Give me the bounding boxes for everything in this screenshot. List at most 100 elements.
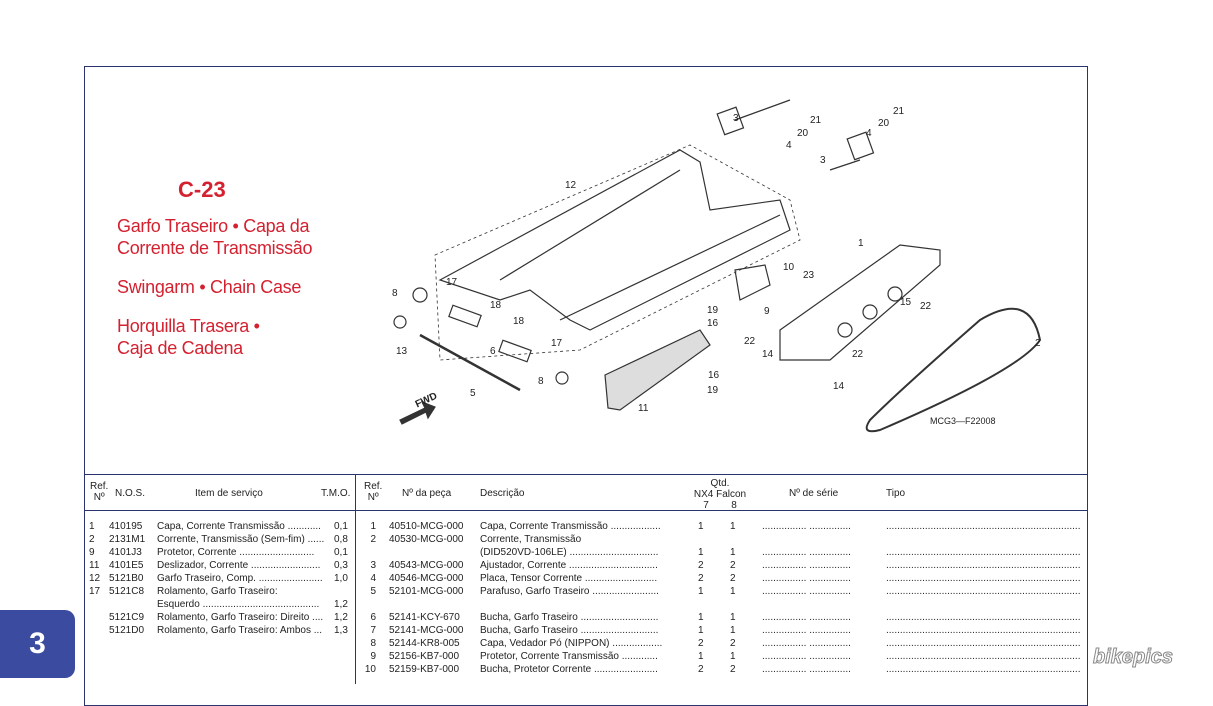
row-qty-8: 2 [730, 560, 736, 571]
callout: 3 [733, 113, 739, 124]
row-type: ........................................… [886, 586, 1080, 597]
col-ref-label: Ref. [364, 481, 383, 492]
row-item: Esquerdo ...............................… [157, 599, 320, 610]
row-part-number: 52141-MCG-000 [389, 625, 464, 636]
row-qty-7: 2 [698, 638, 704, 649]
row-serial: ................ ............... [762, 664, 851, 675]
callout: 4 [786, 140, 792, 151]
col-ref-label: Nº [93, 492, 105, 503]
row-ref: 3 [370, 560, 376, 571]
column-divider [355, 474, 356, 684]
row-type: ........................................… [886, 573, 1080, 584]
page-number-tab: 3 [0, 610, 75, 678]
row-type: ........................................… [886, 638, 1080, 649]
row-qty-8: 2 [730, 573, 736, 584]
callout: 5 [470, 388, 476, 399]
col-description: Descrição [480, 488, 525, 499]
row-part-number: 40546-MCG-000 [389, 573, 464, 584]
row-nos: 410195 [109, 521, 143, 532]
row-ref: 7 [370, 625, 376, 636]
col-tmo: T.M.O. [321, 488, 351, 499]
row-nos: 5121D0 [109, 625, 145, 636]
row-type: ........................................… [886, 547, 1080, 558]
col-ref: Ref.Nº [364, 481, 382, 503]
row-ref: 12 [89, 573, 101, 584]
title-es-line: Horquilla Trasera • [117, 316, 260, 336]
callout: 8 [538, 376, 544, 387]
callout: 16 [708, 370, 720, 381]
row-part-number: 40510-MCG-000 [389, 521, 464, 532]
row-serial: ................ ............... [762, 638, 851, 649]
swingarm [438, 149, 791, 331]
title-es: Horquilla Trasera •Caja de Cadena [117, 315, 260, 359]
row-item: Rolamento, Garfo Traseiro: [157, 586, 278, 597]
row-part-number: 52101-MCG-000 [389, 586, 464, 597]
row-nos: 5121C8 [109, 586, 145, 597]
row-ref: 6 [370, 612, 376, 623]
row-qty-8: 1 [730, 612, 736, 623]
bushing [498, 339, 532, 363]
row-ref: 2 [89, 534, 95, 545]
callout: 23 [803, 270, 815, 281]
callout: 19 [707, 305, 719, 316]
swingarm-detail [499, 169, 781, 321]
col-part-number: Nº da peça [402, 488, 452, 499]
bushing [448, 304, 482, 328]
callout: 10 [783, 262, 795, 273]
table-header-divider [84, 510, 1088, 511]
row-nos: 4101J3 [109, 547, 142, 558]
divider [84, 474, 1088, 475]
row-description: Ajustador, Corrente ....................… [480, 560, 658, 571]
axle-bolt [419, 333, 521, 392]
row-description: Bucha, Garfo Traseiro ..................… [480, 625, 659, 636]
row-item: Rolamento, Garfo Traseiro: Direito .... [157, 612, 324, 623]
chain-adjuster [846, 131, 875, 161]
callout: 20 [797, 128, 809, 139]
row-tmo: 1,0 [334, 573, 348, 584]
col-type: Tipo [886, 488, 906, 499]
row-ref: 9 [370, 651, 376, 662]
row-ref: 1 [89, 521, 95, 532]
title-pt-line: Corrente de Transmissão [117, 238, 313, 258]
row-qty-8: 1 [730, 651, 736, 662]
row-description: Protetor, Corrente Transmissão .........… [480, 651, 658, 662]
callout: 21 [893, 106, 905, 117]
row-nos: 5121C9 [109, 612, 145, 623]
section-code: C-23 [178, 177, 226, 202]
col-qty-8: 8 [731, 500, 737, 511]
figure-code: MCG3—F22008 [930, 416, 996, 426]
row-description: Parafuso, Garfo Traseiro ...............… [480, 586, 659, 597]
row-qty-8: 2 [730, 638, 736, 649]
callout: 13 [396, 346, 408, 357]
row-item: Protetor, Corrente .....................… [157, 547, 315, 558]
callout: 12 [565, 180, 577, 191]
callout: 3 [820, 155, 826, 166]
row-qty-7: 1 [698, 612, 704, 623]
row-part-number: 40530-MCG-000 [389, 534, 464, 545]
callout: 21 [810, 115, 822, 126]
watermark-logo: bikepics [1092, 646, 1174, 669]
row-description: Corrente, Transmissão [480, 534, 582, 545]
row-qty-8: 1 [730, 547, 736, 558]
col-ref-label: Nº [367, 492, 379, 503]
row-nos: 2131M1 [109, 534, 146, 545]
row-nos: 5121B0 [109, 573, 144, 584]
row-qty-7: 2 [698, 664, 704, 675]
chain-case-hole [887, 286, 903, 302]
nut [393, 315, 407, 329]
row-ref: 10 [364, 664, 376, 675]
callout: 22 [744, 336, 756, 347]
row-type: ........................................… [886, 612, 1080, 623]
swingarm-outline [434, 144, 801, 361]
row-qty-8: 1 [730, 625, 736, 636]
callout: 18 [490, 300, 502, 311]
row-ref: 4 [370, 573, 376, 584]
chain-slider [604, 329, 711, 411]
title-en: Swingarm • Chain Case [117, 277, 302, 297]
row-part-number: 52156-KB7-000 [389, 651, 460, 662]
row-item: Garfo Traseiro, Comp. ..................… [157, 573, 323, 584]
row-type: ........................................… [886, 625, 1080, 636]
col-qty-7: 7 [703, 500, 709, 511]
row-serial: ................ ............... [762, 586, 851, 597]
